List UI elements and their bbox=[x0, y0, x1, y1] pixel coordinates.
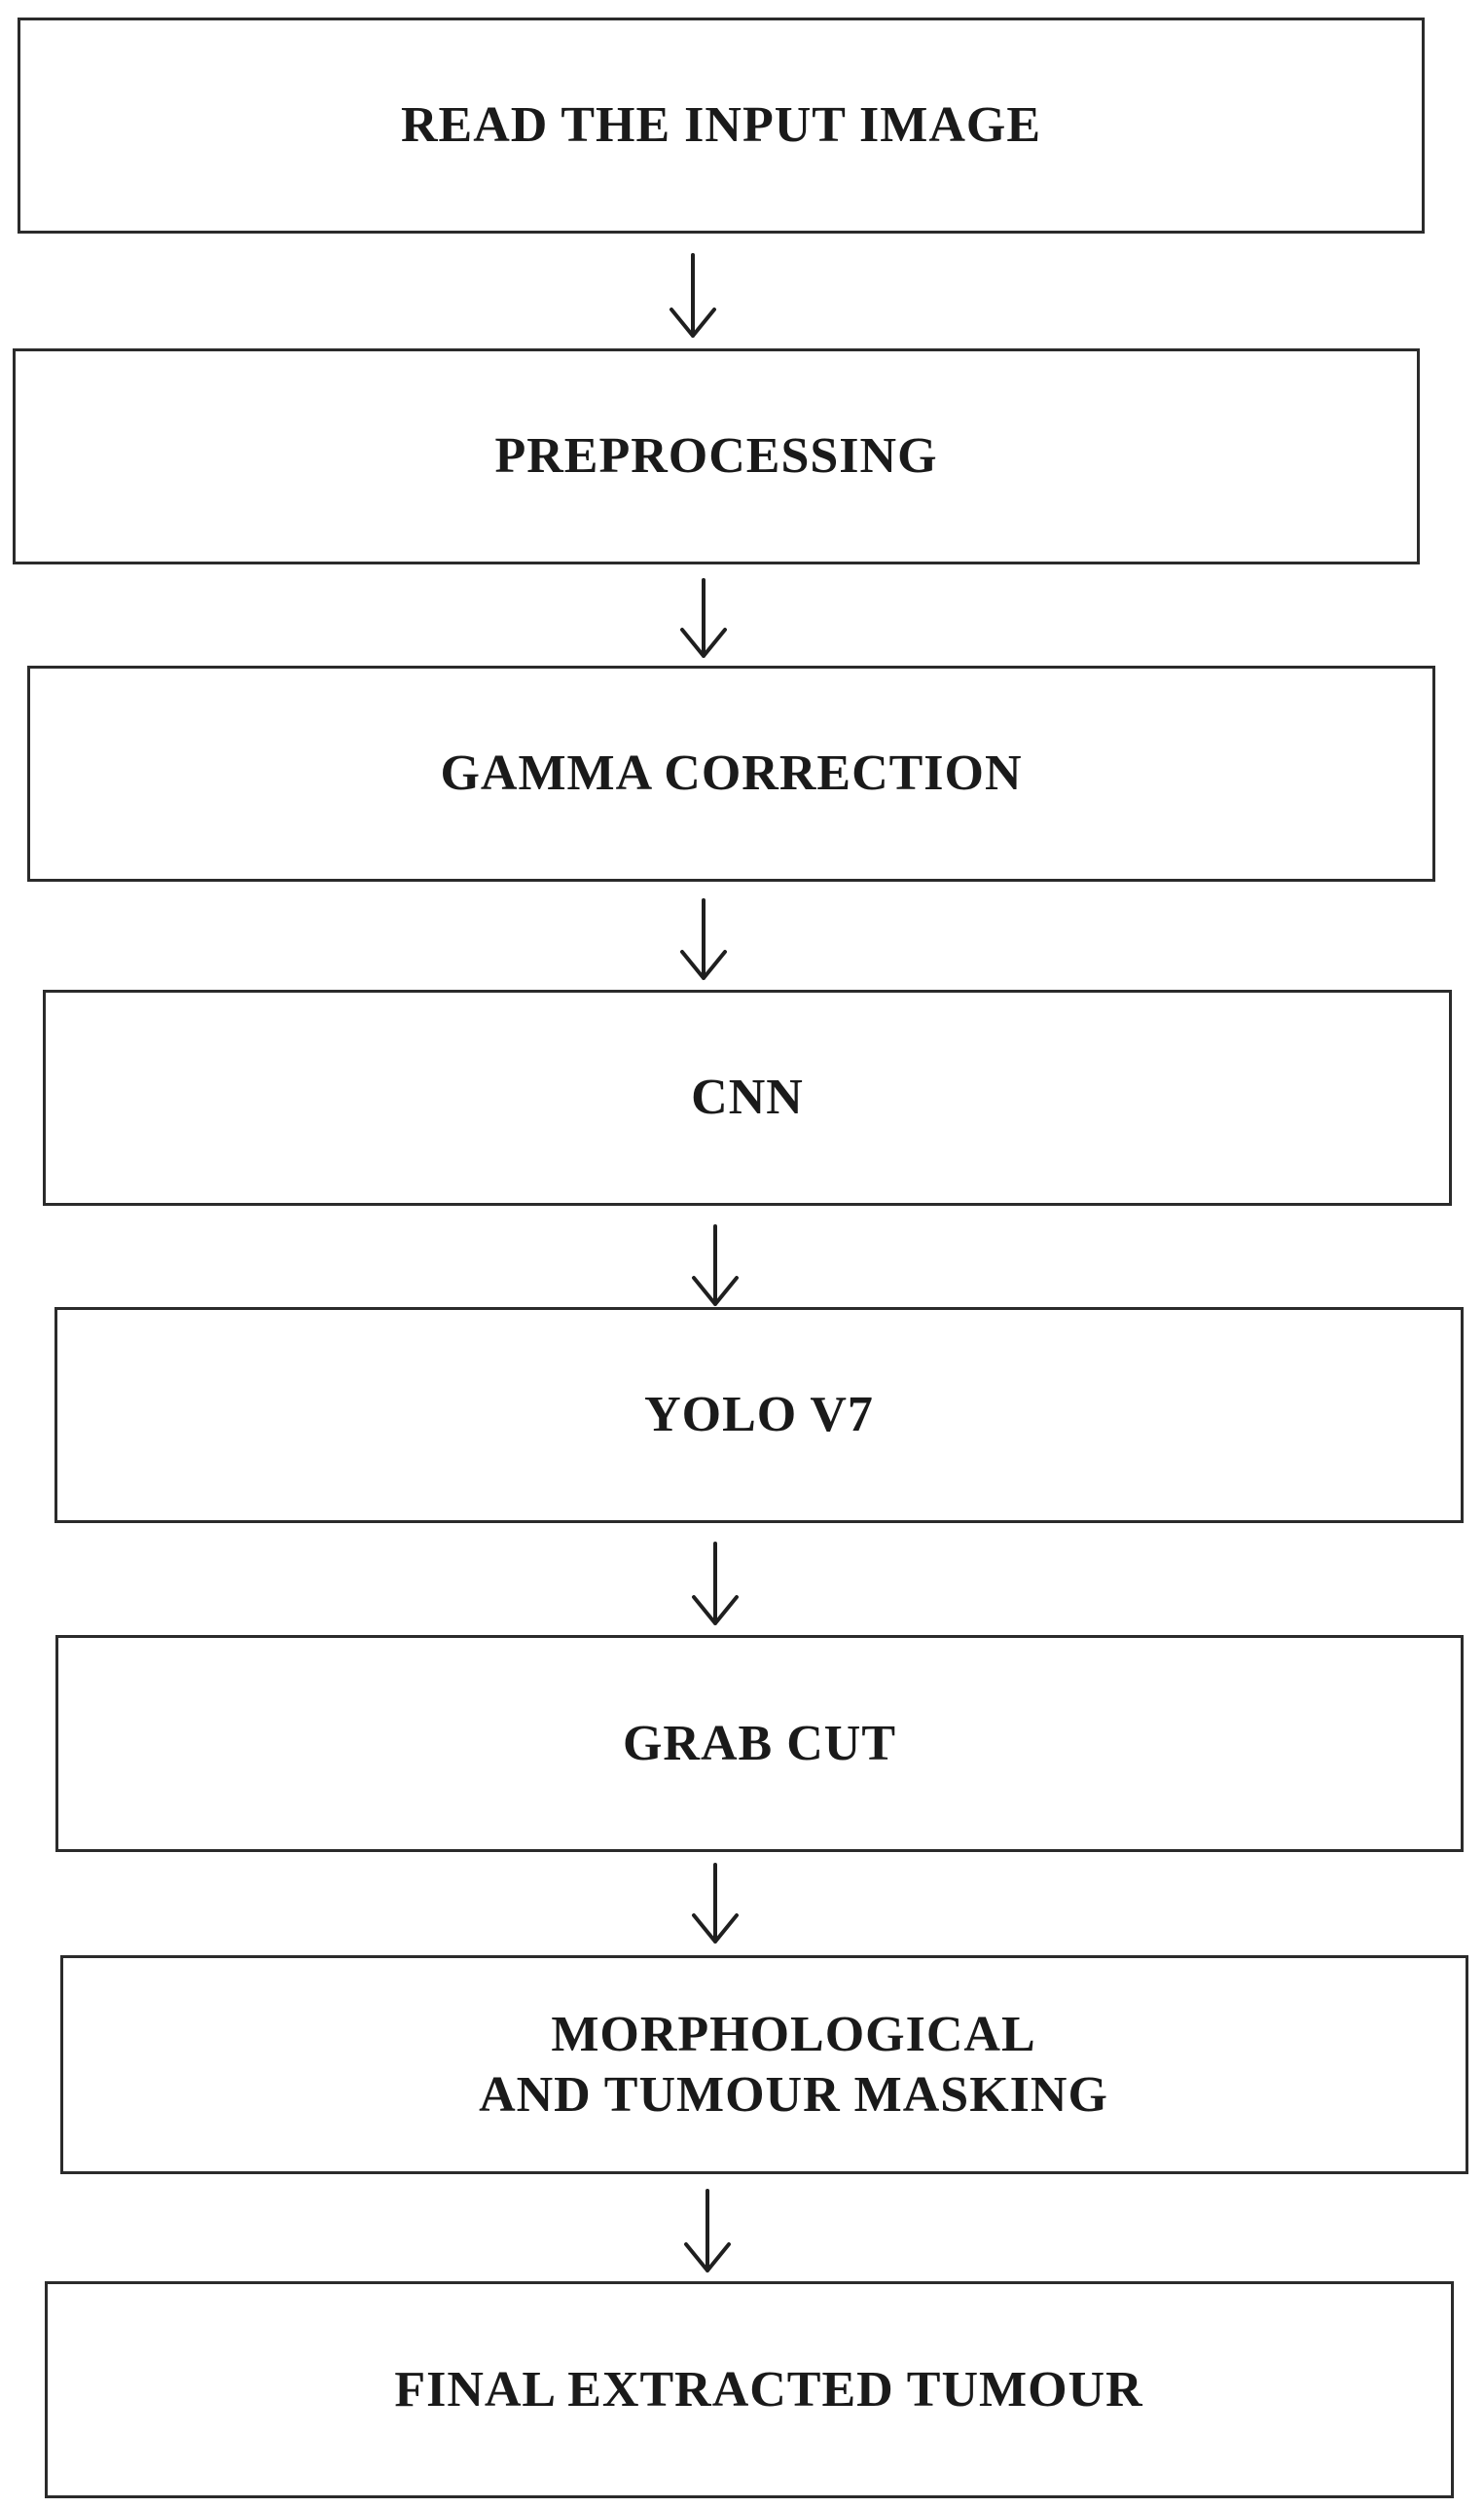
arrow-7 bbox=[684, 2189, 731, 2272]
arrow-6 bbox=[692, 1863, 739, 1944]
step-label: YOLO V7 bbox=[644, 1387, 874, 1443]
step-label: GAMMA CORRECTION bbox=[440, 745, 1023, 802]
arrow-2 bbox=[680, 578, 727, 658]
step-label: READ THE INPUT IMAGE bbox=[400, 97, 1042, 154]
step-gamma-correction: GAMMA CORRECTION bbox=[27, 666, 1435, 882]
step-read-input-image: READ THE INPUT IMAGE bbox=[18, 18, 1425, 234]
step-label: GRAB CUT bbox=[622, 1715, 897, 1771]
step-label: FINAL EXTRACTED TUMOUR bbox=[394, 2361, 1143, 2417]
step-label: MORPHOLOGICAL AND TUMOUR MASKING bbox=[479, 2007, 1108, 2123]
arrow-4 bbox=[692, 1224, 739, 1306]
step-final-extracted-tumour: FINAL EXTRACTED TUMOUR bbox=[45, 2281, 1454, 2498]
arrow-5 bbox=[692, 1542, 739, 1625]
step-morphological-masking: MORPHOLOGICAL AND TUMOUR MASKING bbox=[60, 1955, 1468, 2174]
step-grab-cut: GRAB CUT bbox=[55, 1635, 1464, 1852]
arrow-1 bbox=[670, 253, 716, 338]
step-yolo-v7: YOLO V7 bbox=[54, 1307, 1464, 1523]
arrow-3 bbox=[680, 898, 727, 980]
step-label: CNN bbox=[691, 1070, 804, 1126]
step-preprocessing: PREPROCESSING bbox=[13, 348, 1420, 564]
step-label: PREPROCESSING bbox=[494, 428, 938, 485]
step-cnn: CNN bbox=[43, 990, 1452, 1206]
